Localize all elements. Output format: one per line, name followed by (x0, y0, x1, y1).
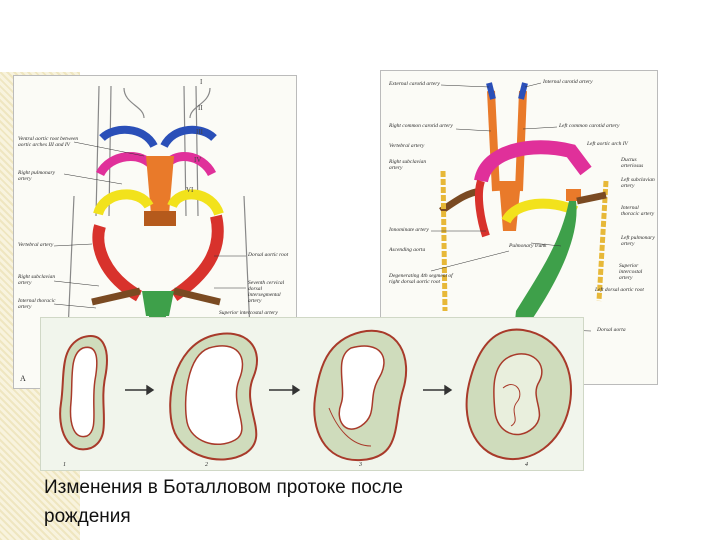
vertebral-chain-right (440, 170, 448, 312)
arch-iv-magenta (95, 152, 158, 177)
label-superior-intercostal: Superior intercostal artery (219, 310, 278, 316)
label-right-subclavian-artery: Right subclavian artery (18, 274, 56, 286)
arch-vi-yellow-left (167, 189, 224, 217)
panel-letter-a: A (20, 374, 26, 383)
label-vertebral-artery: Vertebral artery (18, 242, 54, 248)
left-subclavian-brown (173, 287, 221, 306)
label-innominate: Innominate artery (389, 227, 429, 233)
stage-label-4: 4 (525, 462, 528, 468)
label-left-pulmonary: Left pulmonary artery (621, 235, 655, 247)
ductus-cross-sections-strip: 1 2 3 4 (40, 317, 584, 471)
label-superior-intercostal-right: Superior intercostal artery (619, 263, 643, 281)
label-ductus-arteriosus: Ductus arteriosus (621, 157, 644, 169)
label-left-subclavian: Left subclavian artery (621, 177, 655, 189)
arch-iii-blue (99, 125, 158, 149)
numeral-i: I (200, 78, 203, 86)
label-pulmonary-trunk: Pulmonary trunk (509, 243, 547, 249)
label-ventral-aortic-root: Ventral aortic root between aortic arche… (18, 136, 79, 148)
right-subclavian-brown (91, 287, 141, 306)
duct-section-1 (59, 335, 108, 451)
label-internal-thoracic-artery: Internal thoracic artery (18, 298, 56, 310)
duct-section-4 (465, 328, 572, 460)
label-dorsal-aorta: Dorsal aorta (597, 327, 626, 333)
label-left-aortic-arch: Left aortic arch IV (587, 141, 628, 147)
cross-sections-drawing (59, 328, 572, 462)
vertebral-chain-left (596, 180, 609, 302)
duct-section-3 (313, 329, 408, 462)
hatch-cutout (0, 0, 80, 72)
label-degenerating-segment: Degenerating 4th segment of right dorsal… (389, 273, 453, 285)
label-dorsal-aortic-root: Dorsal aortic root (248, 252, 289, 258)
numeral-iii: III (196, 128, 204, 136)
label-internal-carotid: Internal carotid artery (543, 79, 593, 85)
left-common-carotid (515, 90, 527, 192)
dorsal-aorta-left-red (170, 214, 224, 301)
arrow-head-1 (146, 384, 155, 396)
stage-label-2: 2 (205, 462, 208, 468)
dorsal-aorta-right-red (92, 224, 143, 302)
stage-label-3: 3 (359, 462, 362, 468)
duct-section-2 (169, 332, 258, 461)
stage-label-1: 1 (63, 462, 66, 468)
label-left-dorsal-aortic-root: Left dorsal aortic root (595, 287, 644, 293)
innominate-red (474, 179, 490, 238)
numeral-vi: VI (186, 186, 194, 194)
left-subclavian (576, 191, 607, 205)
label-right-pulmonary-artery: Right pulmonary artery (18, 170, 56, 182)
aortic-sac (146, 156, 174, 226)
label-internal-thoracic: Internal thoracic artery (621, 205, 655, 217)
label-ascending-aorta: Ascending aorta (389, 247, 426, 253)
numeral-iv: IV (194, 156, 201, 164)
arrow-head-2 (292, 384, 301, 396)
descending-aorta-green (142, 291, 174, 316)
label-left-common-carotid: Left common carotid artery (559, 123, 620, 129)
label-external-carotid: External carotid artery (389, 81, 440, 87)
numeral-ii: II (198, 104, 203, 112)
arch-vi-yellow (93, 189, 154, 216)
label-right-common-carotid: Right common carotid artery (389, 123, 453, 129)
arrow-head-3 (444, 384, 453, 396)
label-right-subclavian: Right subclavian artery (389, 159, 427, 171)
arch-iii-blue-left (160, 125, 217, 149)
slide-caption: Изменения в Боталловом протоке после рож… (44, 477, 403, 527)
label-vertebral-artery-right: Vertebral artery (389, 143, 425, 149)
label-seventh-cervical: Seventh cervical dorsal intersegmental a… (248, 280, 285, 304)
right-common-carotid (487, 90, 500, 192)
aortic-arch-iv (474, 140, 592, 183)
